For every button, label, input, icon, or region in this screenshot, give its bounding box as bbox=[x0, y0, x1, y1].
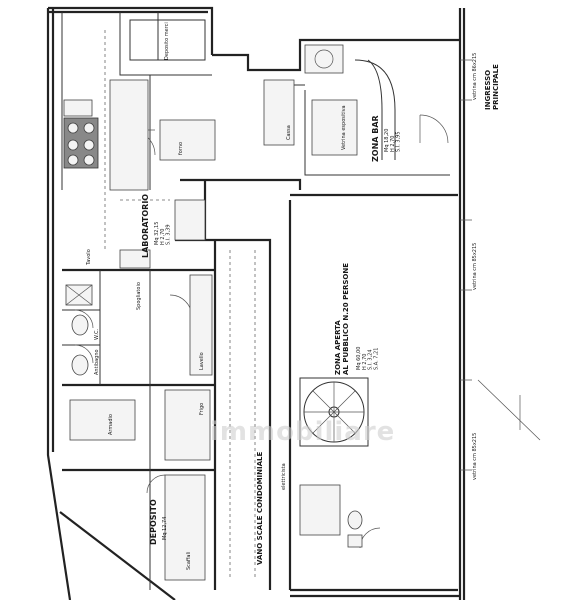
label-cassa: Cassa bbox=[286, 125, 292, 140]
zona-aperta-name: ZONA APERTAAL PUBBLICO N.20 PERSONE bbox=[334, 263, 350, 375]
bathroom-fixtures bbox=[65, 284, 363, 548]
vetrina-label-2: vetrina cm 85x215 bbox=[472, 243, 478, 290]
dashed-lines bbox=[104, 30, 256, 580]
room-dims-deposito: Mq 12,74 bbox=[162, 517, 168, 540]
zona-aperta-dims: Mq 60,00H 2,70S.I. 3,24S.A. 7,21 bbox=[356, 347, 379, 370]
label-tavolo: Tavolo bbox=[86, 249, 92, 266]
laboratorio-name: LABORATORIO bbox=[141, 194, 150, 258]
wc-text: W.C. bbox=[94, 329, 100, 340]
label-armadio: Armadio bbox=[108, 414, 114, 435]
antibagno-text: Antibagno bbox=[94, 349, 100, 375]
zona-bar-name: ZONA BAR bbox=[371, 115, 380, 162]
frigo-text: Frigo bbox=[199, 403, 205, 415]
label-lavello: Lavello bbox=[199, 352, 205, 370]
room-note-vano-scale: elettricista bbox=[281, 463, 287, 490]
ingresso-label: INGRESSOPRINCIPALE bbox=[484, 64, 500, 110]
label-wc: W.C. bbox=[94, 329, 100, 340]
room-label-zona-aperta: ZONA APERTAAL PUBBLICO N.20 PERSONE bbox=[334, 263, 350, 375]
label-frigo: Frigo bbox=[199, 403, 205, 415]
kitchen-stove bbox=[63, 117, 99, 169]
scaffali-text: Scaffali bbox=[186, 552, 192, 570]
room-dims-zona-bar: Mq 18,20H 2,70S.I. 3,95 bbox=[384, 129, 402, 152]
vetrina-label-3: vetrina cm 85x215 bbox=[472, 433, 478, 480]
outer-walls bbox=[46, 6, 466, 600]
label-antibagno: Antibagno bbox=[94, 349, 100, 375]
deposito-merci-text: Deposito merci bbox=[164, 22, 170, 60]
label-forno: forno bbox=[178, 142, 184, 155]
vetrina-label-1: vetrina cm 86x215 bbox=[472, 53, 478, 100]
room-label-laboratorio: LABORATORIO bbox=[141, 194, 150, 258]
watermark-text: immobiliare bbox=[210, 417, 395, 447]
label-vetrina-espositiva: Vetrina espositiva bbox=[341, 105, 347, 150]
zona-bar-dims: Mq 18,20H 2,70S.I. 3,95 bbox=[384, 129, 402, 152]
armadio-text: Armadio bbox=[108, 414, 114, 435]
vano-scale-name: VANO SCALE CONDOMINIALE bbox=[256, 452, 264, 566]
room-label-vano-scale: VANO SCALE CONDOMINIALE bbox=[256, 452, 264, 566]
label-scaffali: Scaffali bbox=[186, 552, 192, 570]
vetrina-3-text: vetrina cm 85x215 bbox=[472, 433, 478, 480]
vetrina-1-text: vetrina cm 86x215 bbox=[472, 53, 478, 100]
room-dims-laboratorio: Mq 32,15H 2,70S.I. 3,39 bbox=[154, 222, 172, 245]
ingresso-text: INGRESSOPRINCIPALE bbox=[484, 64, 500, 110]
label-deposito-merci: Deposito merci bbox=[164, 22, 170, 60]
vano-scale-note: elettricista bbox=[281, 463, 287, 490]
deposito-dims: Mq 12,74 bbox=[162, 517, 168, 540]
bar-counter bbox=[304, 44, 396, 160]
inner-walls bbox=[61, 12, 458, 590]
spiral-staircase bbox=[299, 377, 369, 447]
counters bbox=[63, 79, 358, 581]
lavello-text: Lavello bbox=[199, 352, 205, 370]
label-spogliatoio: Spogliatoio bbox=[136, 282, 142, 310]
room-dims-zona-aperta: Mq 60,00H 2,70S.I. 3,24S.A. 7,21 bbox=[356, 347, 379, 370]
room-label-deposito: DEPOSITO bbox=[149, 499, 158, 545]
tavolo-text: Tavolo bbox=[86, 249, 92, 266]
vetrina-2-text: vetrina cm 85x215 bbox=[472, 243, 478, 290]
vetrina-espositiva-text: Vetrina espositiva bbox=[341, 105, 347, 150]
windows bbox=[460, 59, 541, 471]
forno-text: forno bbox=[178, 142, 184, 155]
room-label-zona-bar: ZONA BAR bbox=[371, 115, 380, 162]
laboratorio-dims: Mq 32,15H 2,70S.I. 3,39 bbox=[154, 222, 172, 245]
spogliatoio-text: Spogliatoio bbox=[136, 282, 142, 310]
deposito-name: DEPOSITO bbox=[149, 499, 158, 545]
cassa-text: Cassa bbox=[286, 125, 292, 140]
